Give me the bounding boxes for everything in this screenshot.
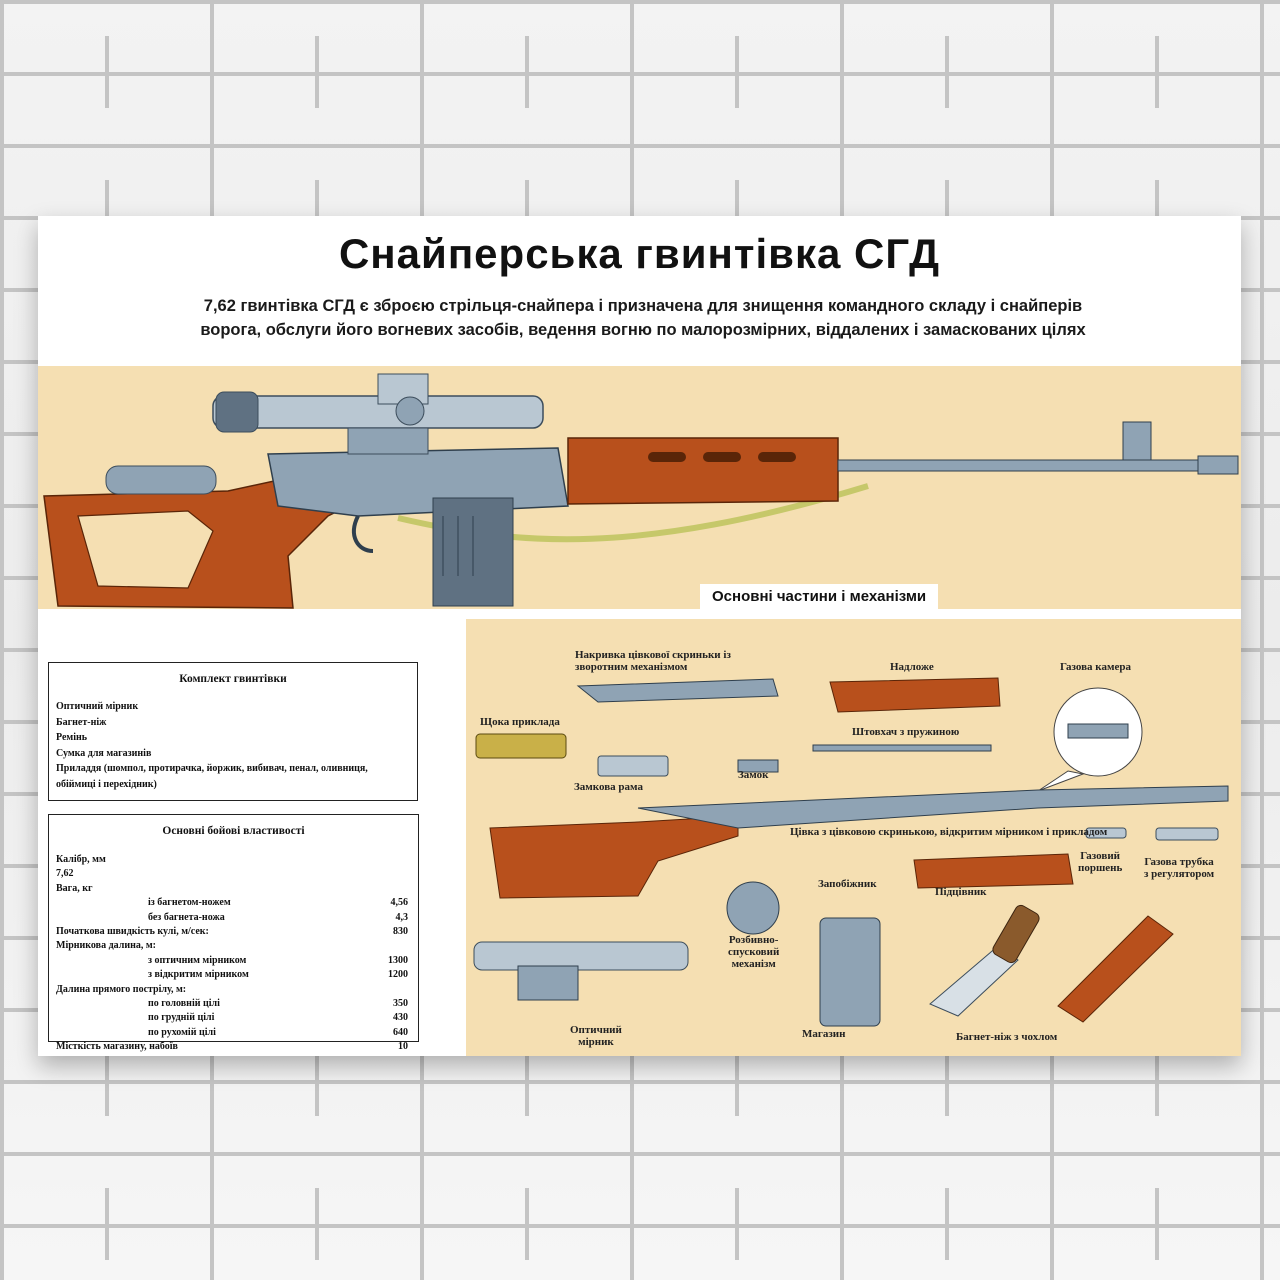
- label-scope-line2: мірник: [578, 1036, 614, 1048]
- table-row: Калібр, мм: [56, 853, 408, 867]
- section-label: Основні частини і механізми: [700, 584, 939, 609]
- properties-table: Калібр, мм 7,62 Вага, кг із багнетом-нож…: [56, 853, 408, 1055]
- table-row: Початкова швидкість кулі, м/сек: 830: [56, 925, 408, 939]
- table-row: Далина прямого пострілу, м:: [56, 983, 408, 997]
- caliber-value: 7,62: [56, 868, 74, 880]
- table-row: по рухомій цілі 640: [56, 1026, 408, 1040]
- kit-item: Приладдя (шомпол, протирачка, йоржик, ви…: [56, 763, 368, 774]
- label-gas-tube: Газова трубка з регулятором: [1144, 856, 1214, 880]
- table-row: 7,62: [56, 867, 408, 881]
- label-handguard-upper: Надложе: [890, 661, 934, 673]
- label-gas-tube-line1: Газова трубка: [1144, 856, 1214, 868]
- poster: Снайперська гвинтівка СГД 7,62 гвинтівка…: [38, 216, 1241, 1056]
- weight-no-bayonet-value: 4,3: [395, 911, 409, 923]
- label-gas-piston: Газовий поршень: [1078, 850, 1122, 874]
- head-label: по головній цілі: [148, 998, 220, 1010]
- properties-title: Основні бойові властивості: [162, 825, 305, 837]
- label-trigger-line2: спусковий: [728, 946, 780, 958]
- label-safety: Запобіжник: [818, 878, 877, 890]
- chest-value: 430: [393, 1012, 408, 1024]
- running-label: по рухомій цілі: [148, 1026, 216, 1038]
- table-row: Мірникова далина, м:: [56, 939, 408, 953]
- properties-box: Основні бойові властивості Калібр, мм 7,…: [48, 814, 419, 1052]
- head-value: 350: [393, 998, 408, 1010]
- label-cheek-piece: Щока приклада: [480, 716, 560, 728]
- label-receiver-cover-line1: Накривка цівкової скриньки із: [575, 649, 731, 661]
- weight-bayonet-label: із багнетом-ножем: [148, 897, 231, 909]
- kit-item: Ремінь: [56, 732, 88, 743]
- label-trigger-mechanism: Розбивно- спусковий механізм: [728, 934, 779, 970]
- label-handguard-lower: Підцівник: [935, 886, 987, 898]
- rifle-illustration: [43, 373, 1239, 609]
- poster-subtitle: 7,62 гвинтівка СГД є зброєю стрільця-сна…: [88, 294, 1198, 342]
- label-receiver-cover: Накривка цівкової скриньки із зворотним …: [575, 649, 731, 673]
- label-scope-line1: Оптичний: [570, 1024, 622, 1036]
- kit-item: Багнет-ніж: [56, 716, 107, 728]
- table-row: Місткість магазину, набоїв 10: [56, 1040, 408, 1054]
- poster-title: Снайперська гвинтівка СГД: [338, 230, 941, 277]
- label-bayonet: Багнет-ніж з чохлом: [956, 1031, 1058, 1043]
- kit-list: Оптичний мірник Багнет-ніж Ремінь Сумка …: [49, 699, 417, 792]
- label-operating-rod: Штовхач з пружиною: [852, 726, 960, 738]
- subtitle-line-2: ворога, обслуги його вогневих засобів, в…: [200, 321, 1086, 339]
- parts-illustration: [473, 677, 1229, 1027]
- sight-optical-value: 1300: [388, 954, 408, 966]
- label-trigger-line1: Розбивно-: [728, 934, 779, 946]
- table-row: по головній цілі 350: [56, 997, 408, 1011]
- table-row: по грудній цілі 430: [56, 1011, 408, 1025]
- kit-title: Комплект гвинтівки: [179, 673, 287, 685]
- label-barrel-assembly: Цівка з цівковою скринькою, відкритим мі…: [790, 826, 1108, 838]
- magazine-capacity-label: Місткість магазину, набоїв: [56, 1041, 178, 1053]
- sight-open-value: 1200: [388, 969, 408, 981]
- sight-optical-label: з оптичним мірником: [148, 954, 247, 966]
- table-row: із багнетом-ножем 4,56: [56, 896, 408, 910]
- label-bolt: Замок: [738, 769, 769, 781]
- label-gas-piston-line2: поршень: [1078, 862, 1123, 874]
- sight-range-label: Мірникова далина, м:: [56, 940, 157, 952]
- table-row: з відкритим мірником 1200: [56, 968, 408, 982]
- kit-item: Сумка для магазинів: [56, 747, 152, 759]
- kit-item: Оптичний мірник: [56, 701, 139, 712]
- running-value: 640: [393, 1026, 408, 1038]
- table-row: Вага, кг: [56, 882, 408, 896]
- label-scope: Оптичний мірник: [570, 1024, 622, 1048]
- table-row: з оптичним мірником 1300: [56, 954, 408, 968]
- kit-box: Комплект гвинтівки Оптичний мірник Багне…: [48, 662, 418, 801]
- caliber-label: Калібр, мм: [56, 854, 106, 865]
- magazine-capacity-value: 10: [398, 1041, 408, 1053]
- velocity-value: 830: [393, 926, 408, 938]
- label-trigger-line3: механізм: [731, 958, 776, 970]
- direct-shot-label: Далина прямого пострілу, м:: [56, 983, 187, 995]
- label-gas-chamber: Газова камера: [1060, 661, 1131, 673]
- weight-label: Вага, кг: [56, 882, 93, 894]
- kit-item: обіймиці і перехідник): [56, 778, 157, 790]
- subtitle-line-1: 7,62 гвинтівка СГД є зброєю стрільця-сна…: [203, 297, 1083, 315]
- label-gas-tube-line2: з регулятором: [1144, 868, 1215, 880]
- sight-open-label: з відкритим мірником: [148, 969, 249, 981]
- label-magazine: Магазин: [802, 1028, 846, 1040]
- chest-label: по грудній цілі: [148, 1012, 215, 1024]
- weight-bayonet-value: 4,56: [390, 897, 409, 909]
- label-bolt-carrier: Замкова рама: [574, 781, 643, 793]
- table-row: без багнета-ножа 4,3: [56, 911, 408, 925]
- label-receiver-cover-line2: зворотним механізмом: [575, 661, 688, 673]
- weight-no-bayonet-label: без багнета-ножа: [148, 911, 225, 923]
- label-gas-piston-line1: Газовий: [1080, 850, 1120, 862]
- velocity-label: Початкова швидкість кулі, м/сек:: [56, 926, 209, 938]
